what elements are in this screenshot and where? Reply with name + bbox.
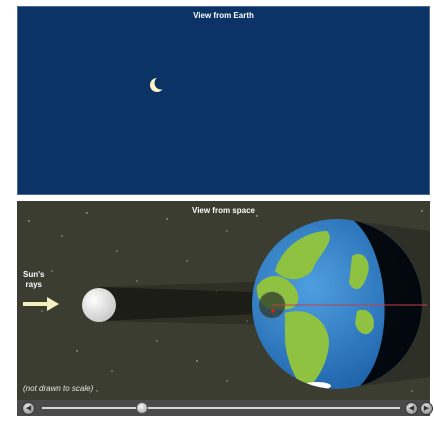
starfield <box>28 210 423 392</box>
step-forward-button[interactable]: ▶ <box>420 402 433 415</box>
rewind-button[interactable]: ◀ <box>22 402 35 415</box>
time-slider-handle[interactable] <box>136 402 149 414</box>
moon-shadow-cone <box>99 287 282 321</box>
sun-rays-label: Sun's rays <box>23 270 45 289</box>
space-scene <box>23 210 430 392</box>
earth-view-sky <box>150 76 168 92</box>
step-back-button[interactable]: ◀ <box>405 402 418 415</box>
step-forward-icon: ▶ <box>423 405 430 412</box>
animation-control-bar: ◀ ◀ ▶ <box>17 400 433 416</box>
sun-rays-arrow <box>23 297 59 311</box>
time-slider-track[interactable] <box>42 407 400 409</box>
observer-dot <box>271 309 275 313</box>
view-from-space-panel: View from space <box>17 201 430 400</box>
eclipsed-sun-crescent <box>150 76 168 92</box>
earth-view-title: View from Earth <box>193 11 254 20</box>
step-back-icon: ◀ <box>408 405 415 412</box>
view-from-earth-panel: View from Earth <box>17 6 430 195</box>
scale-note: (not drawn to scale) <box>23 384 94 393</box>
moon <box>82 288 116 322</box>
space-view-title: View from space <box>192 206 255 215</box>
rewind-icon: ◀ <box>25 405 32 412</box>
moon-penumbra <box>99 281 282 325</box>
